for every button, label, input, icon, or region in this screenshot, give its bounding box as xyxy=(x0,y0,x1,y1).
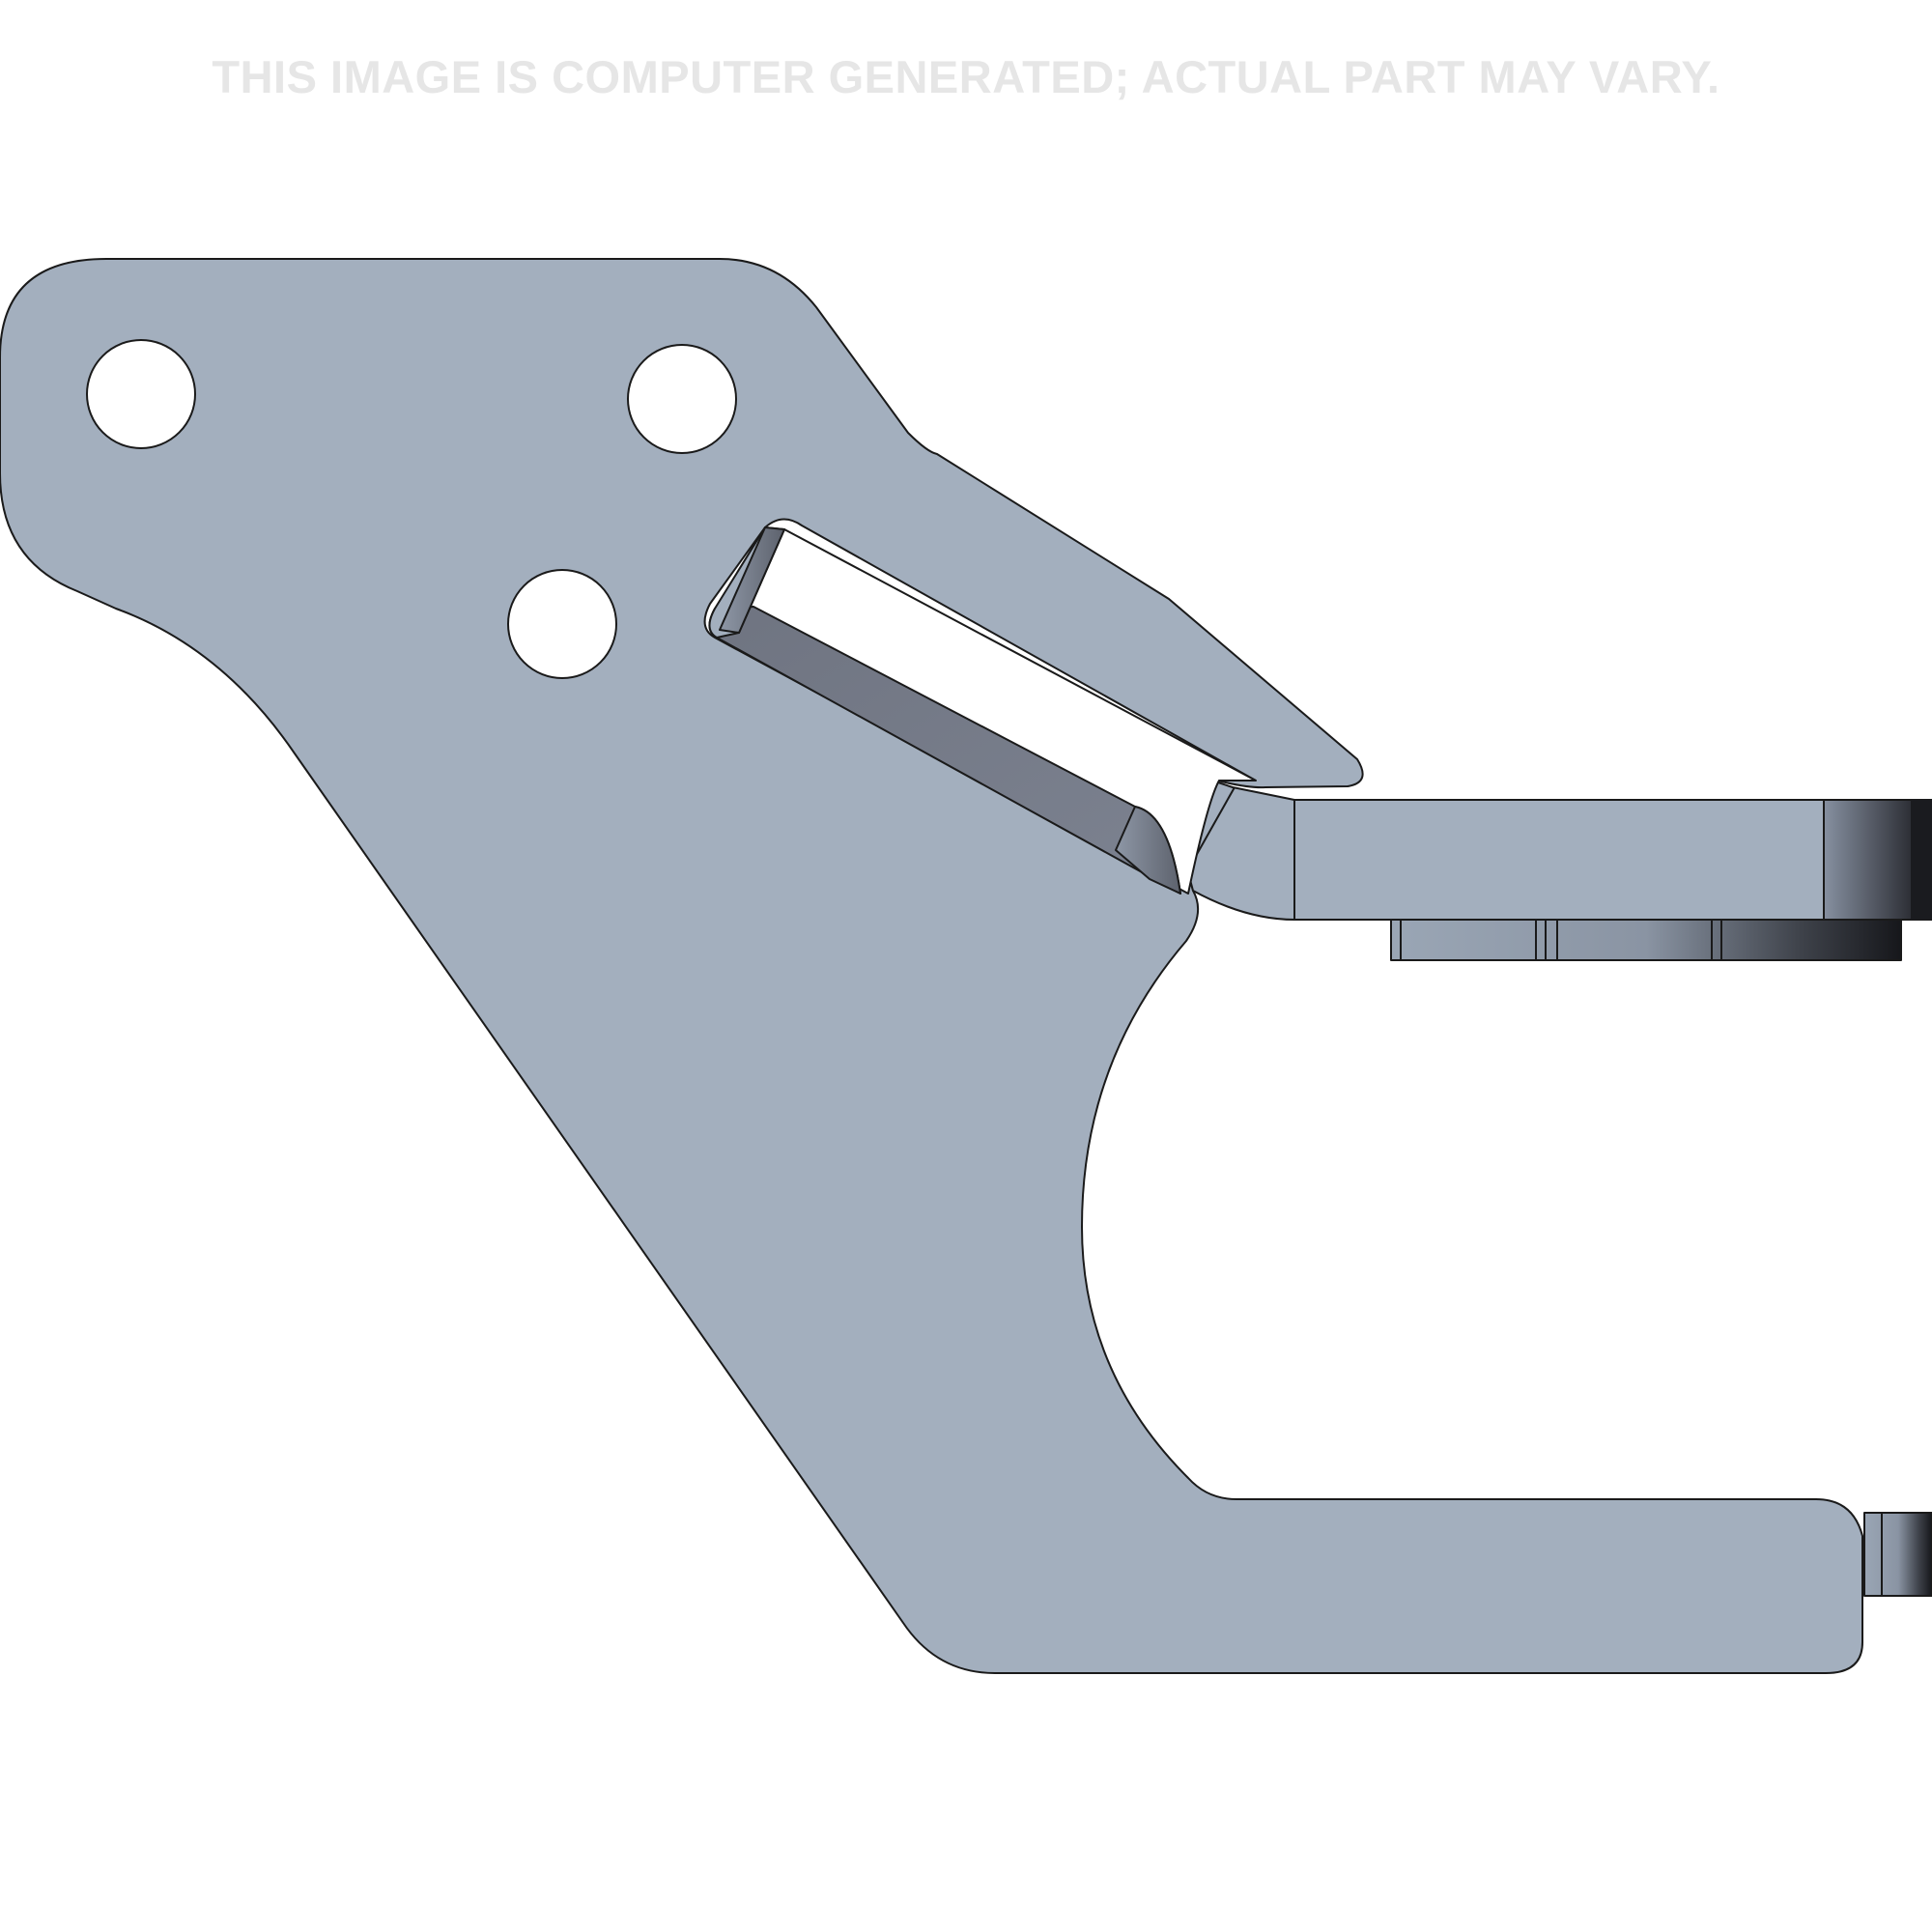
hole-middle xyxy=(507,569,617,679)
hole-top-left xyxy=(86,339,196,449)
upper-arm xyxy=(1158,762,1827,921)
main-plate xyxy=(0,258,1863,1674)
slot xyxy=(703,518,1257,895)
upper-under-flange xyxy=(1390,917,1902,961)
disclaimer-text: THIS IMAGE IS COMPUTER GENERATED; ACTUAL… xyxy=(212,51,1720,102)
lower-tab xyxy=(1863,1512,1932,1597)
hole-top-right xyxy=(627,344,737,454)
